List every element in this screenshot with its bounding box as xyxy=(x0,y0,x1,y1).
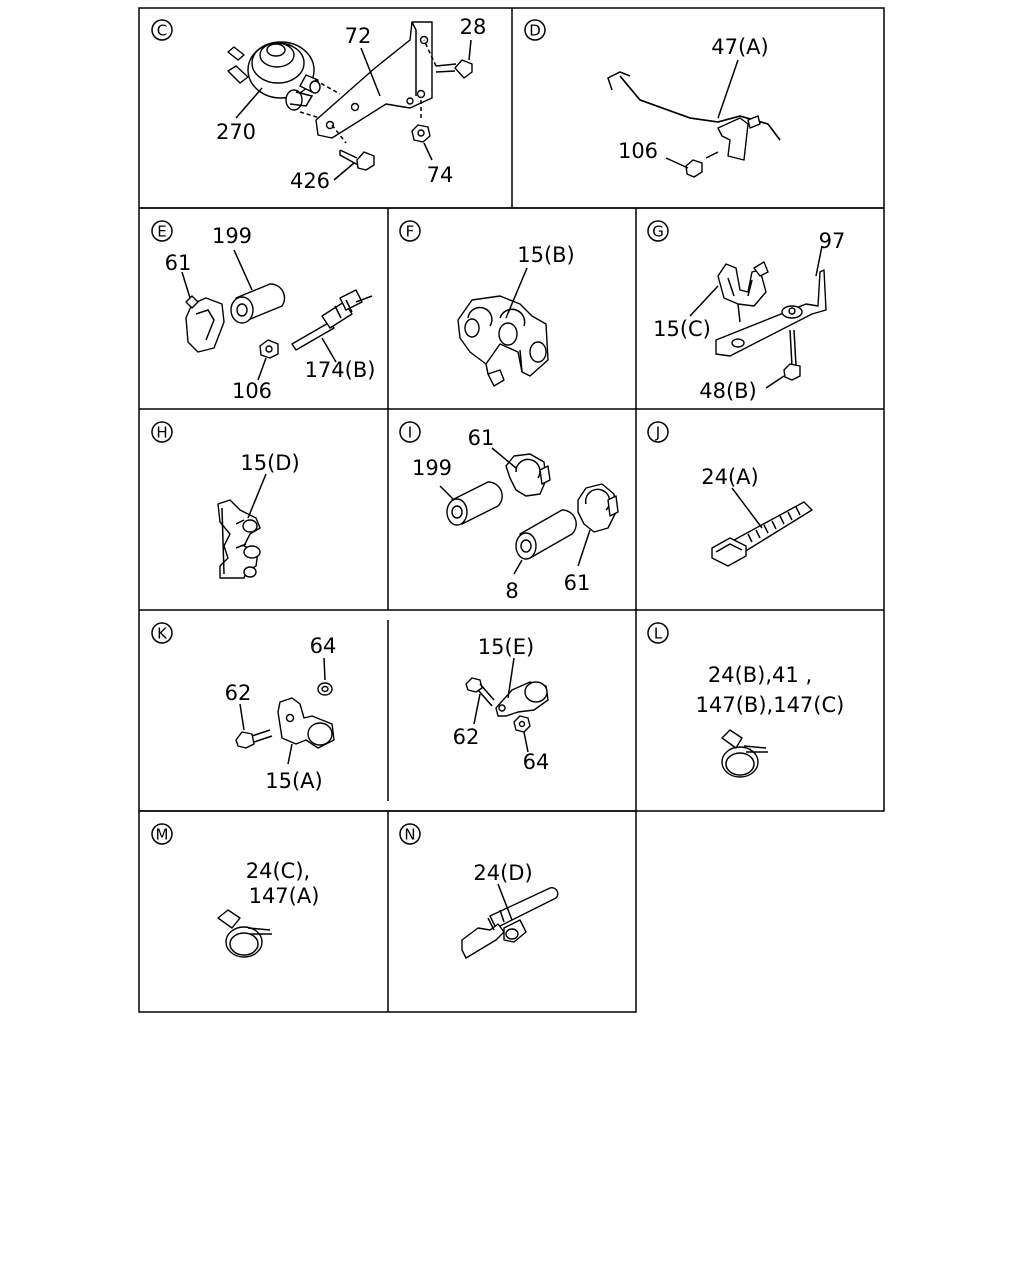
panel-j-badge xyxy=(647,421,669,443)
callout-15c: 15(C) xyxy=(653,317,711,341)
stud-174b-drawing xyxy=(291,289,373,351)
hose-clamp-m-drawing xyxy=(217,909,272,958)
panel-e-letter: E xyxy=(157,223,166,241)
cable-tie-24d-drawing xyxy=(461,887,559,959)
bolt-62-k-drawing xyxy=(235,729,273,749)
callout-426: 426 xyxy=(290,169,330,193)
bolt-62-k2-drawing xyxy=(465,677,495,707)
panel-h-letter: H xyxy=(156,424,167,442)
callout-m-line2: 147(A) xyxy=(249,884,320,908)
panel-k2: 15(E) 62 64 xyxy=(453,635,550,774)
panel-d: D 47(A) 106 xyxy=(524,19,781,178)
callout-m-line1: 24(C), xyxy=(246,859,310,883)
callout-62-k: 62 xyxy=(225,681,252,705)
callout-l-line1: 24(B),41 , xyxy=(708,663,812,687)
panel-d-badge xyxy=(524,19,546,41)
clip-61-lower-drawing xyxy=(577,483,619,533)
panel-n-badge xyxy=(399,823,421,845)
nut-106-e-drawing xyxy=(259,339,279,359)
callout-199-e: 199 xyxy=(212,224,252,248)
clip-15c-drawing xyxy=(717,261,769,323)
panel-c: C xyxy=(151,15,487,193)
callout-24d: 24(D) xyxy=(473,861,532,885)
callout-28: 28 xyxy=(460,15,487,39)
panel-f-letter: F xyxy=(406,223,415,241)
callout-61-e: 61 xyxy=(165,251,192,275)
callout-199-i: 199 xyxy=(412,456,452,480)
callout-15b: 15(B) xyxy=(517,243,575,267)
panel-k-badge xyxy=(151,622,173,644)
bolt-48b-drawing xyxy=(783,329,801,381)
vacuum-actuator-drawing xyxy=(227,41,321,111)
tube-199-drawing xyxy=(230,283,286,324)
callout-72: 72 xyxy=(345,24,372,48)
panel-n-letter: N xyxy=(404,826,415,844)
callout-15e: 15(E) xyxy=(478,635,534,659)
clamp-15e-drawing xyxy=(495,681,549,717)
panel-n: N 24(D) xyxy=(399,823,559,959)
nut-64-k2-drawing xyxy=(513,715,531,733)
callout-64-k2: 64 xyxy=(523,750,550,774)
bolt-28-drawing xyxy=(435,59,473,79)
callout-174b: 174(B) xyxy=(305,358,376,382)
pipe-47a-drawing xyxy=(607,71,781,178)
panel-l-letter: L xyxy=(654,625,663,643)
panel-e: E 199 61 106 174(B) xyxy=(151,220,376,403)
clamp-15a-drawing xyxy=(277,697,335,749)
panel-l-badge xyxy=(647,622,669,644)
hose-clamp-l-drawing xyxy=(721,729,768,778)
panel-d-letter: D xyxy=(529,22,541,40)
panel-j-letter: J xyxy=(655,424,660,442)
callout-61-i-lower: 61 xyxy=(564,571,591,595)
panel-j: J 24(A) xyxy=(647,421,813,567)
tube-8-drawing xyxy=(515,509,577,560)
panel-i-badge xyxy=(399,421,421,443)
panel-e-badge xyxy=(151,220,173,242)
callout-48b: 48(B) xyxy=(699,379,757,403)
callout-8: 8 xyxy=(505,579,518,603)
panel-h: H 15(D) xyxy=(151,421,300,579)
grid-frame xyxy=(138,7,885,1013)
tube-199-i-drawing xyxy=(446,481,503,526)
panel-m: M 24(C), 147(A) xyxy=(151,823,320,958)
clamp-15b-drawing xyxy=(457,295,549,387)
callout-106-d: 106 xyxy=(618,139,658,163)
nut-74-drawing xyxy=(411,124,431,143)
bracket-97-drawing xyxy=(715,269,827,357)
panel-k: K 64 62 15(A) xyxy=(151,622,337,793)
panel-g-letter: G xyxy=(652,223,664,241)
panel-m-badge xyxy=(151,823,173,845)
panel-c-letter: C xyxy=(157,22,167,40)
callout-106-e: 106 xyxy=(232,379,272,403)
clip-61-upper-drawing xyxy=(505,453,551,497)
callout-47a: 47(A) xyxy=(711,35,768,59)
panel-h-badge xyxy=(151,421,173,443)
washer-64-k-drawing xyxy=(317,682,333,696)
callout-61-i-upper: 61 xyxy=(468,426,495,450)
panel-i: I 61 199 8 61 xyxy=(399,421,619,603)
callout-270: 270 xyxy=(216,120,256,144)
callout-l-line2: 147(B),147(C) xyxy=(696,693,845,717)
clip-61-drawing xyxy=(185,295,225,353)
callout-15a: 15(A) xyxy=(265,769,322,793)
clamp-15d-drawing xyxy=(217,499,261,579)
panel-g-badge xyxy=(647,220,669,242)
panel-i-letter: I xyxy=(408,424,412,442)
panel-l: L 24(B),41 , 147(B),147(C) xyxy=(647,622,845,778)
panel-m-letter: M xyxy=(156,826,169,844)
panel-g: G 97 15(C) 48(B) xyxy=(647,220,846,403)
callout-24a: 24(A) xyxy=(701,465,758,489)
cable-tie-24a-drawing xyxy=(711,501,813,567)
panel-f: F 15(B) xyxy=(399,220,575,387)
panel-k-letter: K xyxy=(157,625,168,643)
panel-c-badge xyxy=(151,19,173,41)
callout-97: 97 xyxy=(819,229,846,253)
bolt-426-drawing xyxy=(339,149,375,171)
callout-74: 74 xyxy=(427,163,454,187)
callout-62-k2: 62 xyxy=(453,725,480,749)
callout-64-k: 64 xyxy=(310,634,337,658)
panel-f-badge xyxy=(399,220,421,242)
callout-15d: 15(D) xyxy=(240,451,299,475)
